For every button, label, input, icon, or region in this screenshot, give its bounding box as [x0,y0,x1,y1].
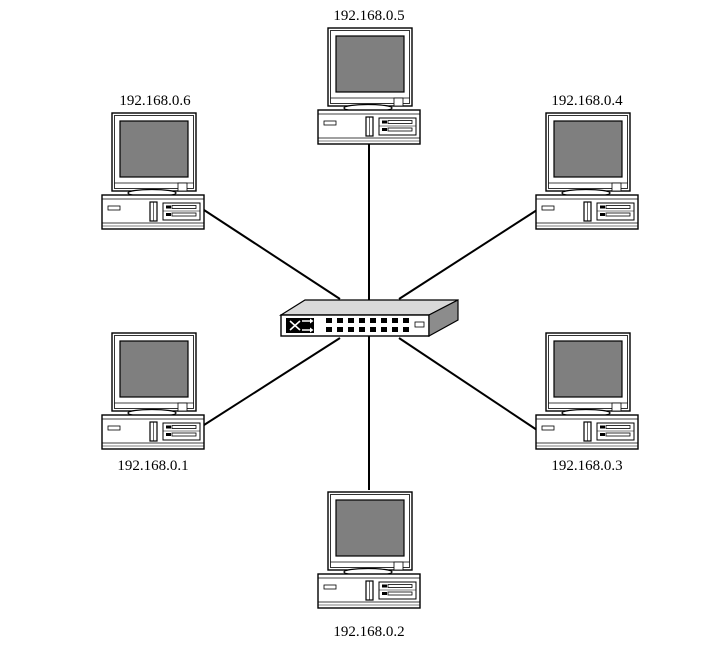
host-pc6 [101,112,205,230]
link-pc6 [203,209,341,300]
ip-label-pc5: 192.168.0.5 [333,8,404,24]
host-pc5 [317,27,421,145]
desktop-computer-icon [101,332,205,450]
link-pc3 [398,337,538,431]
host-pc2 [317,491,421,609]
ip-label-pc4: 192.168.0.4 [551,93,623,109]
desktop-computer-icon [317,491,421,609]
ip-label-pc3: 192.168.0.3 [551,458,622,474]
host-pc4 [535,112,639,230]
link-pc1 [203,337,341,426]
host-pc1 [101,332,205,450]
ip-label-pc1: 192.168.0.1 [117,458,188,474]
desktop-computer-icon [535,332,639,450]
desktop-computer-icon [101,112,205,230]
ip-label-pc2: 192.168.0.2 [333,624,404,640]
desktop-computer-icon [317,27,421,145]
link-pc4 [398,209,538,300]
host-pc3 [535,332,639,450]
ip-label-pc6: 192.168.0.6 [119,93,191,109]
network-switch-icon [278,299,459,338]
desktop-computer-icon [535,112,639,230]
connection-lines [203,144,538,490]
